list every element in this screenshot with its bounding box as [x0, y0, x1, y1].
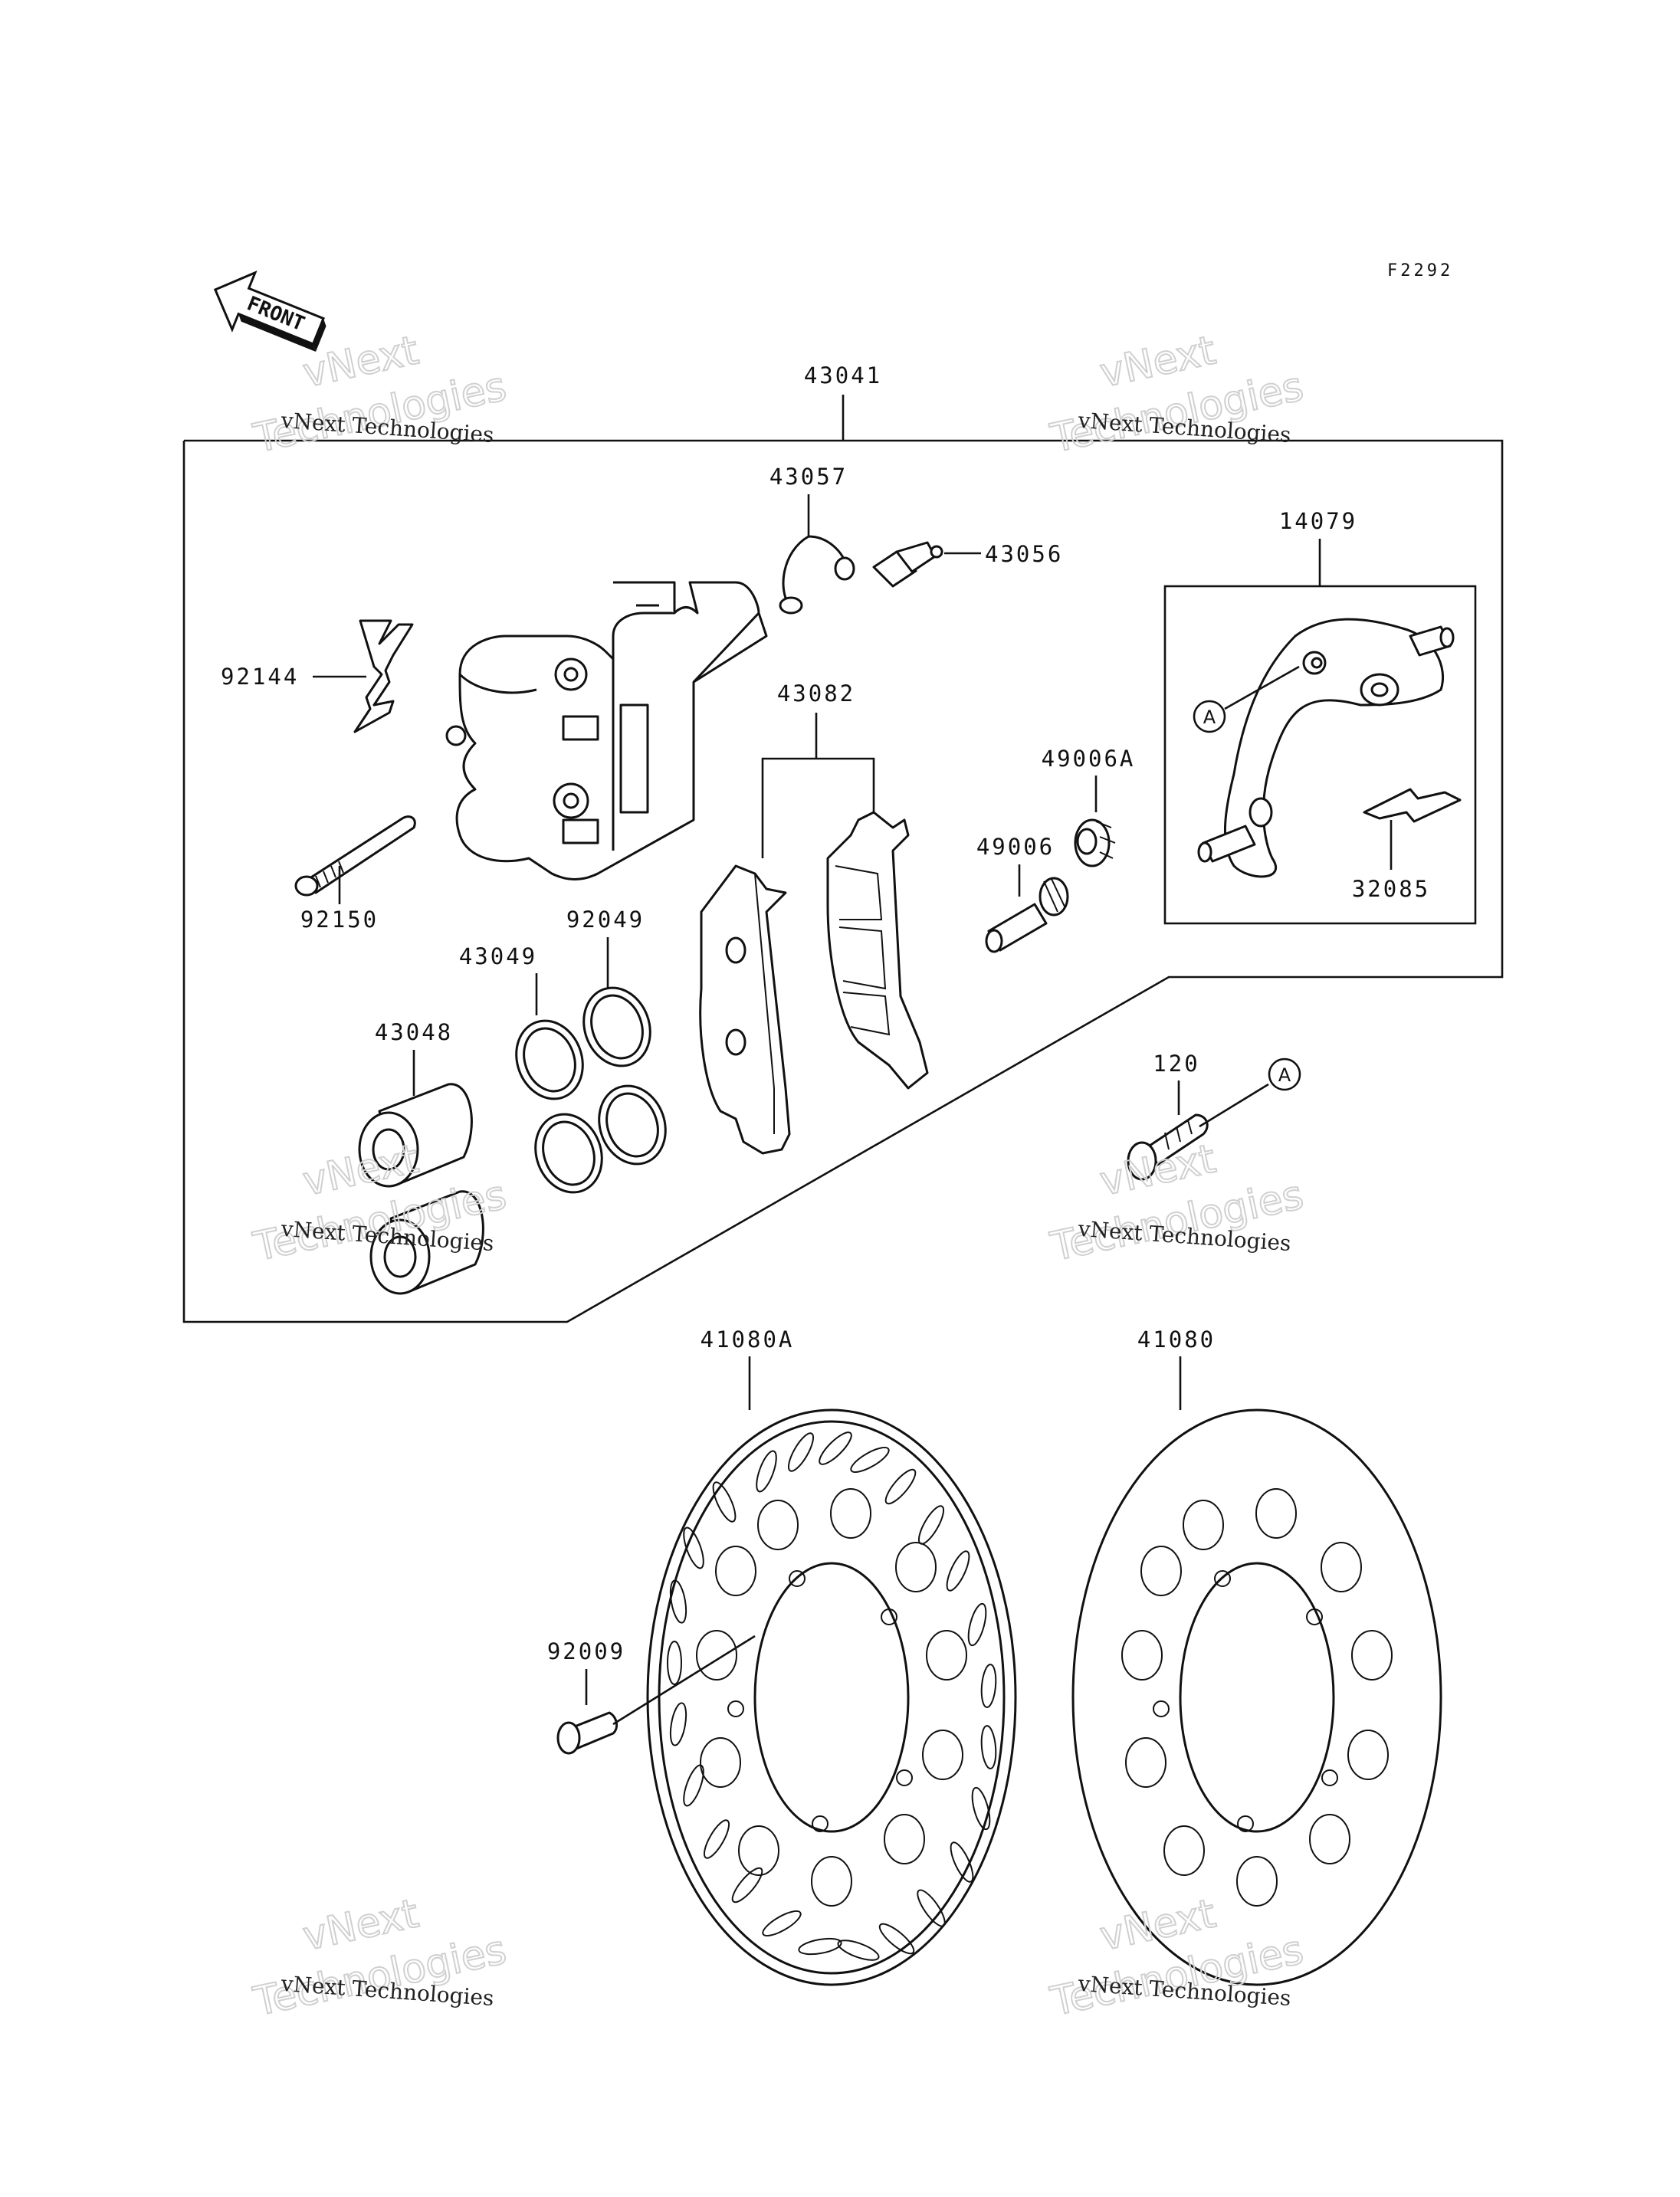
brake-disc-drilled-part — [646, 1408, 1017, 1986]
brake-pad-right-part — [826, 811, 929, 1090]
brake-pad-left-part — [699, 864, 791, 1155]
diagram-code: F2292 — [1387, 261, 1453, 280]
caliper-spring-part — [353, 619, 414, 733]
part-label-43048: 43048 — [375, 1019, 453, 1045]
part-label-43049: 43049 — [459, 943, 537, 969]
assembly-outline — [182, 439, 1504, 1323]
part-label-41080: 41080 — [1137, 1326, 1216, 1353]
pistons-part — [358, 1083, 484, 1295]
slide-pin-part — [985, 877, 1069, 953]
caliper-body-part — [445, 581, 768, 880]
pad-spring-part — [1363, 788, 1462, 823]
part-label-92049: 92049 — [566, 907, 645, 933]
part-label-49006: 49006 — [976, 834, 1055, 860]
callout-a-icon-bolt — [1268, 1058, 1301, 1091]
part-label-14079: 14079 — [1279, 508, 1357, 534]
part-label-43057: 43057 — [769, 464, 848, 490]
bracket-bolt-part — [1127, 1113, 1209, 1181]
watermark-1: vNext Technologies vNext Technologies — [249, 326, 511, 463]
part-label-43056: 43056 — [985, 541, 1063, 567]
hose-clip-part — [779, 535, 855, 615]
bleeder-valve-part — [872, 541, 943, 588]
piston-seals-part — [515, 986, 667, 1194]
callout-a-label-bracket: A — [1203, 707, 1216, 728]
part-label-49006A: 49006A — [1042, 746, 1136, 772]
caliper-bracket-part — [1197, 618, 1455, 878]
part-label-43082: 43082 — [777, 680, 855, 707]
part-label-41080A: 41080A — [701, 1326, 795, 1353]
callout-a-label-bolt: A — [1278, 1064, 1291, 1086]
caliper-pin-part — [294, 815, 416, 897]
part-label-120: 120 — [1153, 1051, 1199, 1077]
watermark-5: vNext Technologies vNext Technologies — [249, 1890, 511, 2026]
part-label-43041: 43041 — [804, 362, 882, 389]
pin-boot-part — [1074, 818, 1116, 867]
part-label-92150: 92150 — [300, 907, 379, 933]
disc-bolt-part — [556, 1711, 619, 1755]
front-arrow-icon: FRONT — [213, 271, 326, 352]
part-label-92009: 92009 — [547, 1638, 625, 1664]
callout-a-icon-bracket — [1193, 700, 1226, 733]
watermark-4: vNext Technologies vNext Technologies — [1046, 1135, 1308, 1271]
part-label-32085: 32085 — [1352, 876, 1430, 902]
bracket-box — [1163, 585, 1477, 925]
brake-disc-part — [1071, 1408, 1442, 1986]
part-label-92144: 92144 — [221, 664, 299, 690]
watermark-2: vNext Technologies vNext Technologies — [1046, 326, 1308, 463]
